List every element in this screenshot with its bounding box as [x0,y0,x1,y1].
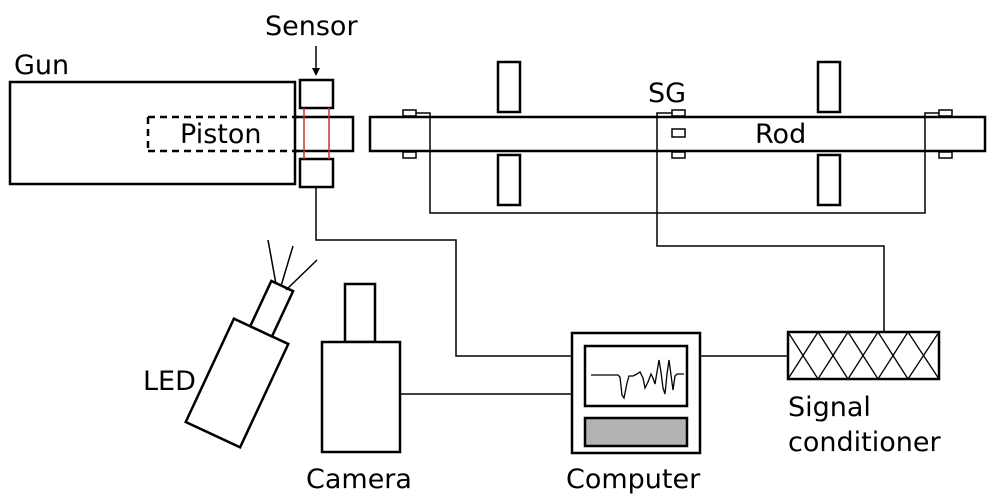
computer-lower-panel [583,416,689,448]
sensor-arrow [312,46,320,76]
computer-monitor [583,344,689,408]
led-label: LED [143,366,196,397]
sensor-beam [303,108,330,159]
camera-lens [343,282,377,344]
led-light-rays [267,239,318,291]
signal-conditioner [786,330,941,381]
computer-waveform [591,359,684,400]
rod-support-top-left [496,60,522,114]
sg-wire [656,112,885,332]
led [184,279,295,449]
piston [146,115,355,153]
sensor-wire [315,187,572,357]
gun-body [8,80,297,186]
sensor-upper-block [298,78,335,110]
signal-conditioner-label-line1: Signal [788,392,871,423]
gun-label: Gun [14,50,69,81]
camera-body [320,340,402,454]
rod-support-bottom-right [816,153,842,207]
piston-label: Piston [180,119,261,150]
rod-label: Rod [755,119,806,150]
computer-label: Computer [566,464,701,495]
camera-label: Camera [306,464,412,495]
rod-gauge-wire [416,112,939,214]
rod-support-top-right [816,60,842,114]
signal-conditioner-label-line2: conditioner [788,427,941,458]
rod-support-bottom-left [496,153,522,207]
sensor-label: Sensor [265,11,358,42]
sg-label: SG [648,78,686,109]
sensor-lower-block [298,157,335,189]
